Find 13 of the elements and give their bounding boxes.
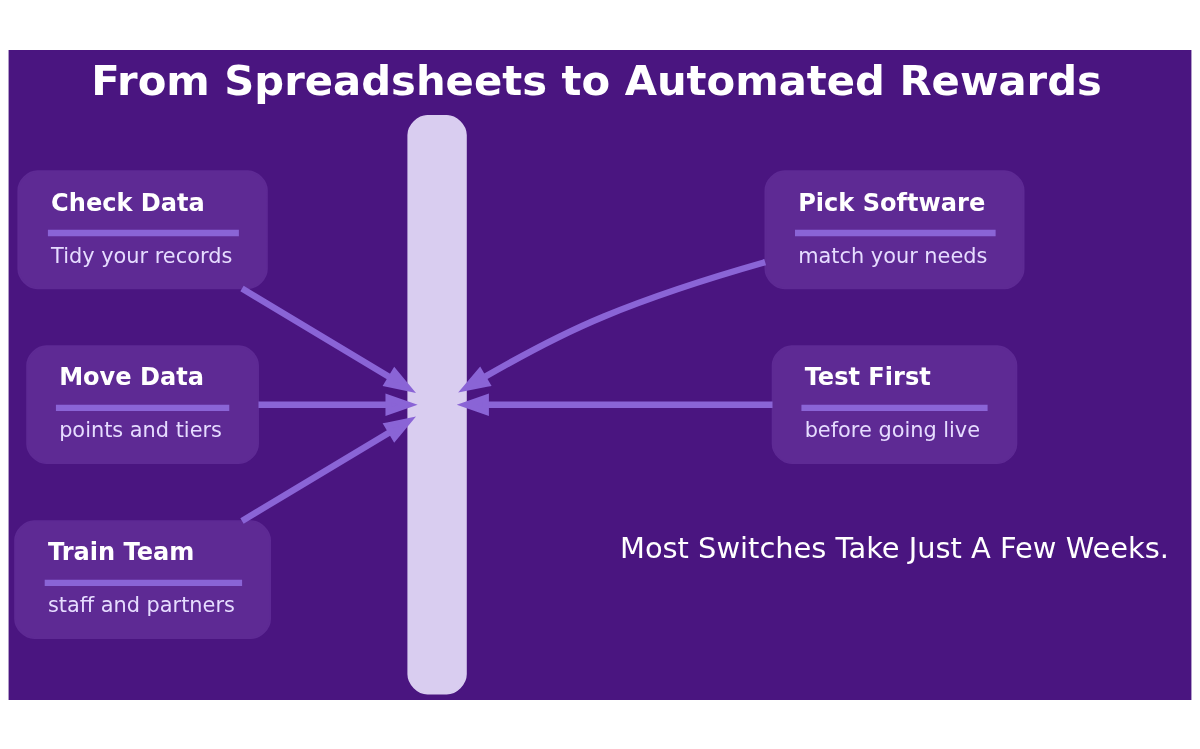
node-box: Pick Software match your needs xyxy=(764,169,1025,289)
arrow xyxy=(240,285,416,393)
node-box: Check Data Tidy your records xyxy=(17,169,268,289)
node-box: Train Team staff and partners xyxy=(14,519,271,639)
arrow xyxy=(258,392,418,416)
arrow xyxy=(456,392,773,416)
diagram-title: From Spreadsheets to Automated Rewards xyxy=(91,55,1102,105)
node-box: Move Data points and tiers xyxy=(26,344,259,464)
arrow xyxy=(240,415,416,524)
arrow xyxy=(458,258,767,393)
node-box: Test First before going live xyxy=(771,344,1018,464)
caption: Most Switches Take Just A Few Weeks. xyxy=(620,530,1169,565)
node-road xyxy=(407,114,467,694)
